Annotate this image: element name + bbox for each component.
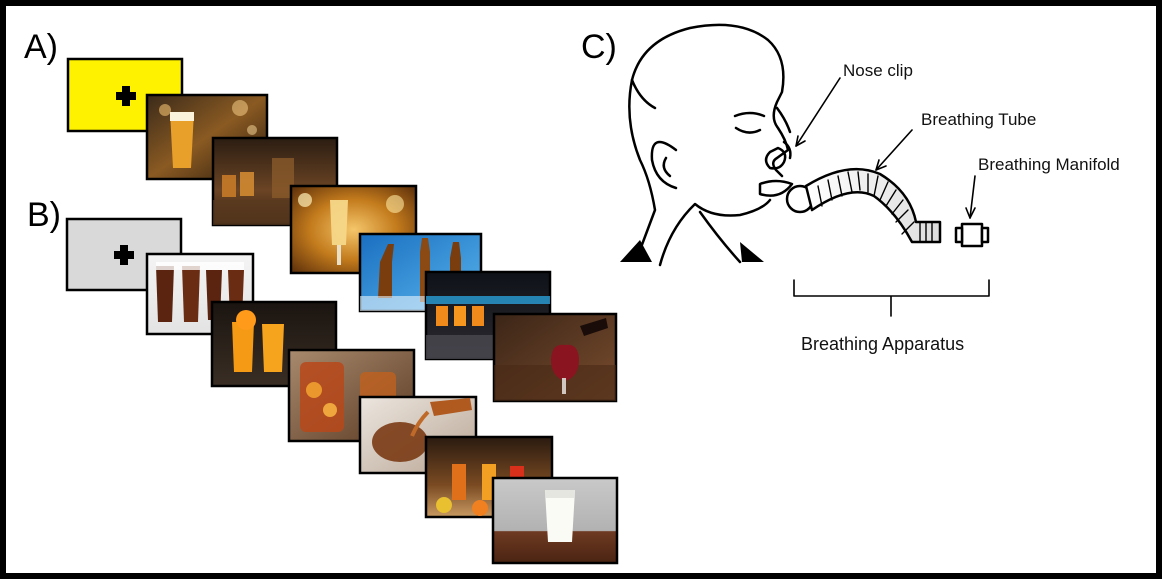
tube-arrow [876, 130, 912, 170]
ear-icon [652, 142, 676, 188]
nose-clip-label: Nose clip [843, 61, 913, 80]
alcohol-image-red-wine [494, 314, 616, 401]
breathing-apparatus-diagram [620, 25, 989, 316]
panel-c-label: C) [581, 28, 617, 66]
eye-icon [736, 128, 760, 133]
nonalcohol-image-milk [493, 478, 617, 563]
breathing-manifold-label: Breathing Manifold [978, 155, 1120, 174]
breathing-tube-label: Breathing Tube [921, 110, 1036, 129]
panel-a-label: A) [24, 28, 58, 66]
nose-clip-arrow [796, 78, 840, 146]
breathing-manifold-icon [956, 224, 988, 246]
apparatus-brace [794, 280, 989, 316]
breathing-apparatus-label: Breathing Apparatus [801, 334, 964, 354]
panel-b-label: B) [27, 196, 61, 234]
